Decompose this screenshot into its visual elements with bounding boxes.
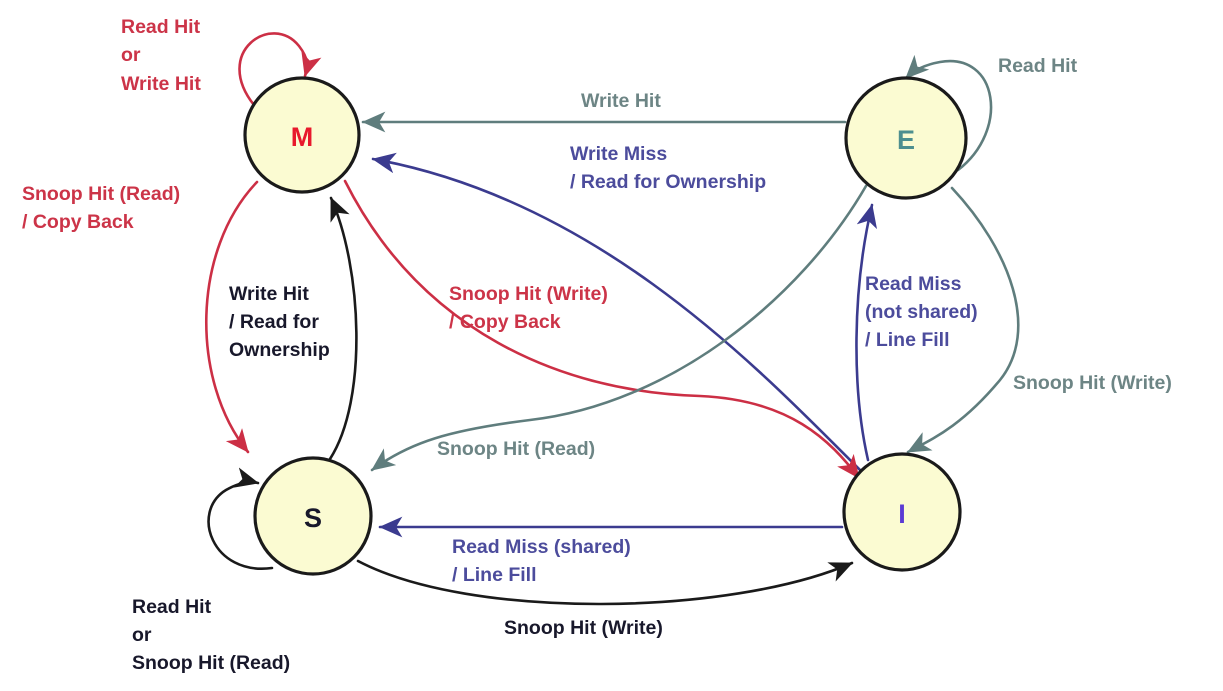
edge-label-s-self-line2: or xyxy=(132,624,152,646)
edge-label-m-self-line3: Write Hit xyxy=(121,73,201,95)
state-node-s[interactable]: S xyxy=(253,456,373,576)
edge-label-i-to-s-line1: Read Miss (shared) xyxy=(452,536,631,558)
edge-m-self-loop xyxy=(238,32,322,107)
state-node-i[interactable]: I xyxy=(842,452,962,572)
edge-label-i-to-e-line2: (not shared) xyxy=(865,301,978,323)
edge-label-s-to-m-line2: / Read for xyxy=(229,311,319,333)
state-label-m: M xyxy=(291,122,314,152)
edge-s-to-i xyxy=(356,559,854,606)
edge-m-to-s xyxy=(205,180,259,454)
state-label-i: I xyxy=(898,499,906,529)
state-node-e[interactable]: E xyxy=(844,76,968,200)
edge-label-e-self-loop: Read Hit xyxy=(998,55,1078,77)
edge-label-i-to-e-line1: Read Miss xyxy=(865,273,962,295)
state-circle-m[interactable] xyxy=(243,76,361,194)
edge-label-s-self-line1: Read Hit xyxy=(132,596,212,618)
edge-label-m-to-s: Snoop Hit (Read) / Copy Back xyxy=(22,183,180,233)
edge-e-to-i xyxy=(906,186,1020,454)
state-circle-i[interactable] xyxy=(842,452,962,572)
edge-label-s-to-m-line1: Write Hit xyxy=(229,283,309,305)
edge-label-m-to-i-line1: Snoop Hit (Write) xyxy=(449,283,608,305)
state-label-s: S xyxy=(304,503,322,533)
edge-label-m-to-i: Snoop Hit (Write) / Copy Back xyxy=(449,283,608,333)
edge-label-s-to-m-line3: Ownership xyxy=(229,339,330,361)
edge-label-i-to-e: Read Miss (not shared) / Line Fill xyxy=(865,273,978,351)
edge-s-self-loop xyxy=(207,467,274,570)
edge-label-e-to-m: Write Hit xyxy=(581,90,661,112)
edge-label-e-to-i: Snoop Hit (Write) xyxy=(1013,372,1172,394)
edge-label-m-to-i-line2: / Copy Back xyxy=(449,311,561,333)
edge-m-to-i xyxy=(343,179,861,480)
edge-label-i-to-s: Read Miss (shared) / Line Fill xyxy=(452,536,631,586)
edge-i-to-m xyxy=(371,152,864,474)
edge-label-m-self-line2: or xyxy=(121,44,141,66)
state-label-e: E xyxy=(897,125,915,155)
edge-label-s-self-line3: Snoop Hit (Read) xyxy=(132,652,290,674)
edge-label-m-to-s-line2: / Copy Back xyxy=(22,211,134,233)
edge-label-e-to-s: Snoop Hit (Read) xyxy=(437,438,595,460)
edge-label-i-to-e-line3: / Line Fill xyxy=(865,329,950,351)
edge-label-i-to-s-line2: / Line Fill xyxy=(452,564,537,586)
edge-label-m-self-loop: Read Hit or Write Hit xyxy=(121,16,201,95)
edge-label-m-self-line1: Read Hit xyxy=(121,16,201,38)
edge-label-m-to-s-line1: Snoop Hit (Read) xyxy=(22,183,180,205)
state-circle-s[interactable] xyxy=(253,456,373,576)
edge-label-i-to-m: Write Miss / Read for Ownership xyxy=(570,143,766,193)
edge-label-i-to-m-line1: Write Miss xyxy=(570,143,667,165)
state-node-m[interactable]: M xyxy=(243,76,361,194)
edge-i-to-e xyxy=(855,203,878,462)
edge-label-s-self-loop: Read Hit or Snoop Hit (Read) xyxy=(132,596,290,674)
edge-e-self-loop xyxy=(904,54,993,172)
edge-label-s-to-i: Snoop Hit (Write) xyxy=(504,617,663,639)
edge-label-s-to-m: Write Hit / Read for Ownership xyxy=(229,283,330,361)
edge-e-to-s xyxy=(370,184,868,472)
edge-s-to-m xyxy=(328,196,358,461)
state-circle-e[interactable] xyxy=(844,76,968,200)
edge-label-i-to-m-line2: / Read for Ownership xyxy=(570,171,766,193)
